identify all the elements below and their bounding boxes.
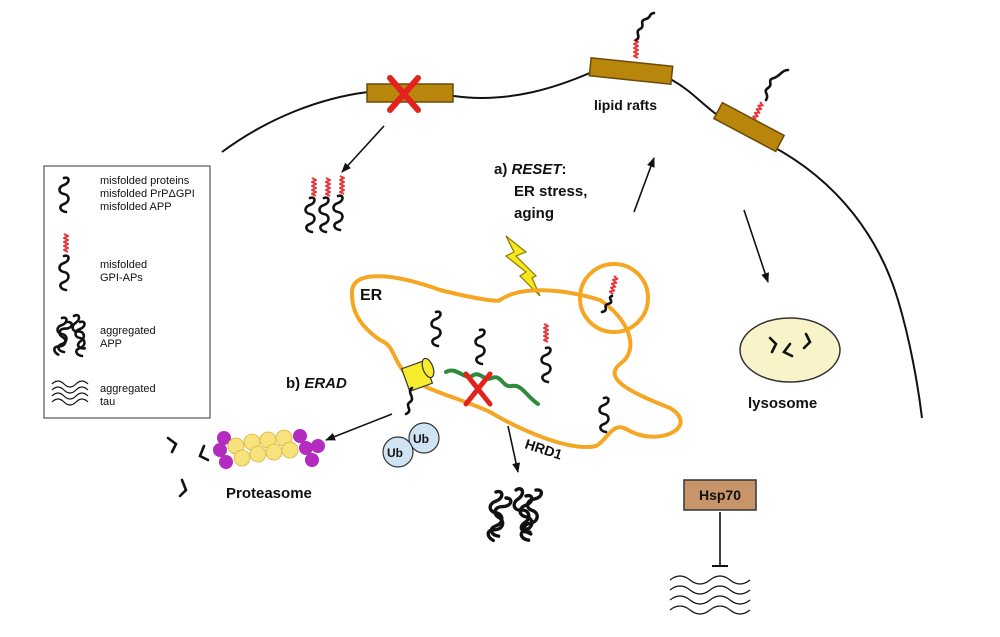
lipid-rafts-label: lipid rafts bbox=[594, 97, 657, 113]
er-protein-3 bbox=[598, 396, 610, 434]
vesicle-gpi-ap bbox=[600, 275, 619, 314]
legend-text-9: tau bbox=[100, 396, 115, 408]
gpi-ap-right-raft bbox=[751, 68, 790, 122]
erad-label: b) ERAD bbox=[286, 375, 347, 392]
arrow-raft-to-release bbox=[341, 125, 385, 173]
reset-colon: : bbox=[562, 161, 567, 178]
legend-aggregated-tau-icon bbox=[51, 380, 89, 406]
lysosome-contents bbox=[768, 332, 812, 358]
reset-line-2: ER stress, bbox=[514, 183, 587, 200]
plasma-membrane bbox=[221, 70, 923, 419]
reset-word: RESET bbox=[512, 161, 564, 178]
er-label: ER bbox=[360, 287, 383, 304]
erad-prefix: b) bbox=[286, 375, 304, 392]
er-gpi-ap bbox=[540, 323, 552, 384]
ubiquitin-2 bbox=[382, 436, 414, 468]
aggregated-app bbox=[483, 486, 544, 544]
legend-text-1: misfolded proteins bbox=[100, 175, 190, 187]
legend-text-8: aggregated bbox=[100, 383, 156, 395]
ub-label-2: Ub bbox=[387, 446, 403, 460]
reset-label: a) RESET: bbox=[494, 161, 567, 178]
hsp70-label: Hsp70 bbox=[699, 487, 741, 503]
arrow-to-aggregates bbox=[507, 425, 520, 473]
er-protein-1 bbox=[430, 310, 442, 348]
arrow-to-lysosome bbox=[743, 209, 769, 283]
raft-top bbox=[588, 56, 674, 86]
ubiquitin-1 bbox=[408, 422, 440, 454]
hsp70-box bbox=[683, 479, 757, 511]
degraded-fragments bbox=[166, 436, 210, 498]
erad-translocon bbox=[400, 357, 435, 393]
lightning-bolt-icon bbox=[504, 235, 541, 297]
legend-text-5: GPI-APs bbox=[100, 272, 143, 284]
er-membrane bbox=[350, 274, 683, 449]
arrow-to-proteasome bbox=[325, 413, 393, 441]
legend-text-4: misfolded bbox=[100, 259, 147, 271]
lysosome-label: lysosome bbox=[748, 395, 817, 412]
reset-prefix: a) bbox=[494, 161, 512, 178]
legend-text-7: APP bbox=[100, 338, 122, 350]
proteasome bbox=[213, 429, 325, 469]
proteasome-label: Proteasome bbox=[226, 485, 312, 502]
hrd1-x-mark-icon bbox=[463, 371, 493, 407]
legend-text-6: aggregated bbox=[100, 325, 156, 337]
legend-gpi-anchor-icon bbox=[63, 233, 69, 253]
lysosome bbox=[739, 317, 841, 383]
legend-text-3: misfolded APP bbox=[100, 201, 172, 213]
erad-word: ERAD bbox=[304, 375, 347, 392]
reset-line-3: aging bbox=[514, 205, 554, 222]
aggregated-tau bbox=[669, 575, 751, 615]
legend: misfolded proteins misfolded PrPΔGPI mis… bbox=[43, 165, 211, 419]
gpi-ap-top-raft bbox=[633, 11, 656, 59]
ub-label-1: Ub bbox=[413, 432, 429, 446]
retrotranslocated-protein bbox=[404, 386, 414, 416]
raft-right bbox=[712, 101, 786, 153]
x-mark-icon bbox=[387, 75, 421, 113]
released-gpi-aps bbox=[304, 175, 345, 234]
legend-text-2: misfolded PrPΔGPI bbox=[100, 188, 195, 200]
er-vesicle bbox=[578, 262, 650, 334]
er-protein-2 bbox=[474, 328, 486, 366]
arrow-reset-to-membrane bbox=[633, 157, 655, 213]
